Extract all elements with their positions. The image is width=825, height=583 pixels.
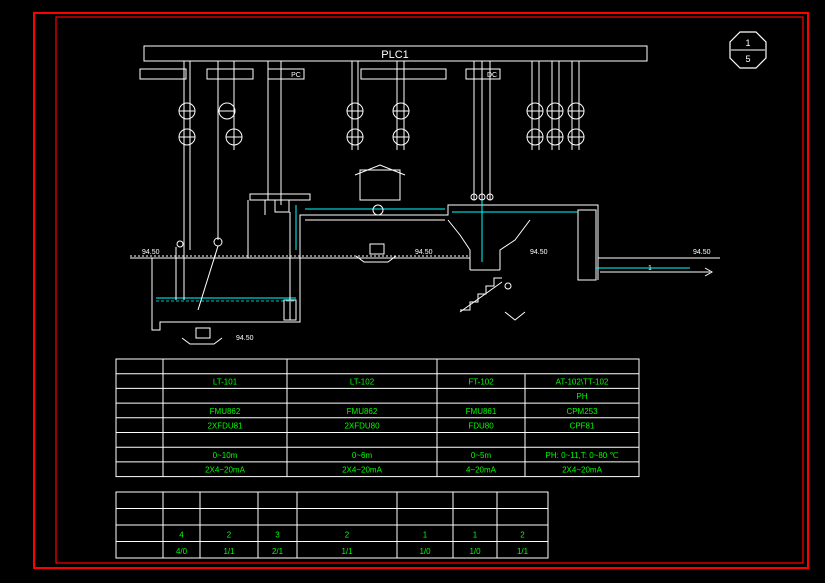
instrument-table-cell: FT-102	[468, 377, 494, 386]
pump-frame	[249, 193, 311, 321]
sheet-total: 5	[745, 54, 750, 64]
instrument-table-cell: PH	[576, 392, 587, 401]
instrument-table-cell: 2XFDU81	[207, 422, 243, 431]
instrument-table-cell: CPM253	[566, 407, 598, 416]
instrument-table-cell: 2X4~20mA	[562, 466, 602, 475]
instrument-table-cell: 2X4~20mA	[205, 466, 245, 475]
sheet-number: 1	[745, 38, 750, 48]
signal-label-3: PC	[291, 72, 301, 79]
signal-label-boxes	[139, 68, 501, 80]
instrument-table-cell: LT-102	[350, 377, 375, 386]
signal-lines	[183, 61, 580, 250]
io-summary-table-cell: 2/1	[272, 547, 284, 556]
signal-label-texts: PC DC	[291, 72, 497, 79]
io-summary-table-cell: 1/0	[469, 547, 481, 556]
io-summary-table-cell: 4/0	[176, 547, 188, 556]
channel-water	[305, 200, 690, 269]
instrument-table-cell: 2XFDU80	[344, 422, 380, 431]
instrument-table-cell: FMU862	[210, 407, 241, 416]
elevation-1: 94.50	[142, 249, 160, 256]
ground-pumps	[181, 204, 397, 345]
left-level-sensors	[175, 237, 223, 311]
io-summary-table-cell: 2	[227, 531, 232, 540]
io-summary-table-cell: 1/1	[517, 547, 529, 556]
io-summary-table-cell: 4	[179, 531, 184, 540]
io-summary-table: 4 2 3 2 1 1 2 4/0 1/1 2/1 1/1 1/0 1/0 1/1	[115, 491, 549, 559]
io-summary-table-cell: 2	[345, 531, 350, 540]
io-summary-table-cell: 2	[520, 531, 525, 540]
instrument-table-cell: PH: 0~11,T: 0~80 ℃	[546, 451, 619, 460]
sheet-badge: 1 5	[729, 31, 767, 69]
instrument-table-cell: 2X4~20mA	[342, 466, 382, 475]
io-summary-table-cell: 1	[473, 531, 478, 540]
drawing-border-outer	[33, 12, 809, 569]
elevation-3: 94.50	[530, 249, 548, 256]
instrument-table-cell: FMU861	[466, 407, 497, 416]
io-summary-table-cell: 1/1	[223, 547, 235, 556]
staircase-detail	[459, 277, 526, 321]
flow-number: 1	[648, 265, 652, 272]
instrument-table-cell: LT-101	[213, 377, 238, 386]
instrument-table-cell: CPF81	[570, 422, 595, 431]
channel-structure	[299, 164, 599, 281]
instrument-table-cell: 0~5m	[471, 451, 492, 460]
instrument-bubbles	[178, 102, 585, 201]
plc-title-bar	[143, 45, 648, 62]
drawing-border-inner	[55, 16, 804, 564]
io-summary-table-cell: 1/1	[341, 547, 353, 556]
elevation-4: 94.50	[693, 249, 711, 256]
plc-title-label: PLC1	[381, 49, 409, 61]
signal-label-5: DC	[487, 72, 497, 79]
io-summary-table-cell: 1	[423, 531, 428, 540]
instrument-table-cell: FMU862	[347, 407, 378, 416]
outlet-line	[598, 257, 720, 277]
elevation-marks: 94.50 94.50 94.50 94.50 94.50	[142, 249, 711, 342]
elevation-5: 94.50	[236, 335, 254, 342]
elevation-2: 94.50	[415, 249, 433, 256]
instrument-table-cell: FDU80	[468, 422, 494, 431]
instrument-table-cell: AT-102\TT-102	[556, 377, 609, 386]
instrument-table-cell: 0~10m	[213, 451, 238, 460]
io-summary-table-cell: 1/0	[419, 547, 431, 556]
instrument-table-cell: 4~20mA	[466, 466, 497, 475]
io-summary-table-cell: 3	[275, 531, 280, 540]
instrument-table-cell: 0~6m	[352, 451, 373, 460]
